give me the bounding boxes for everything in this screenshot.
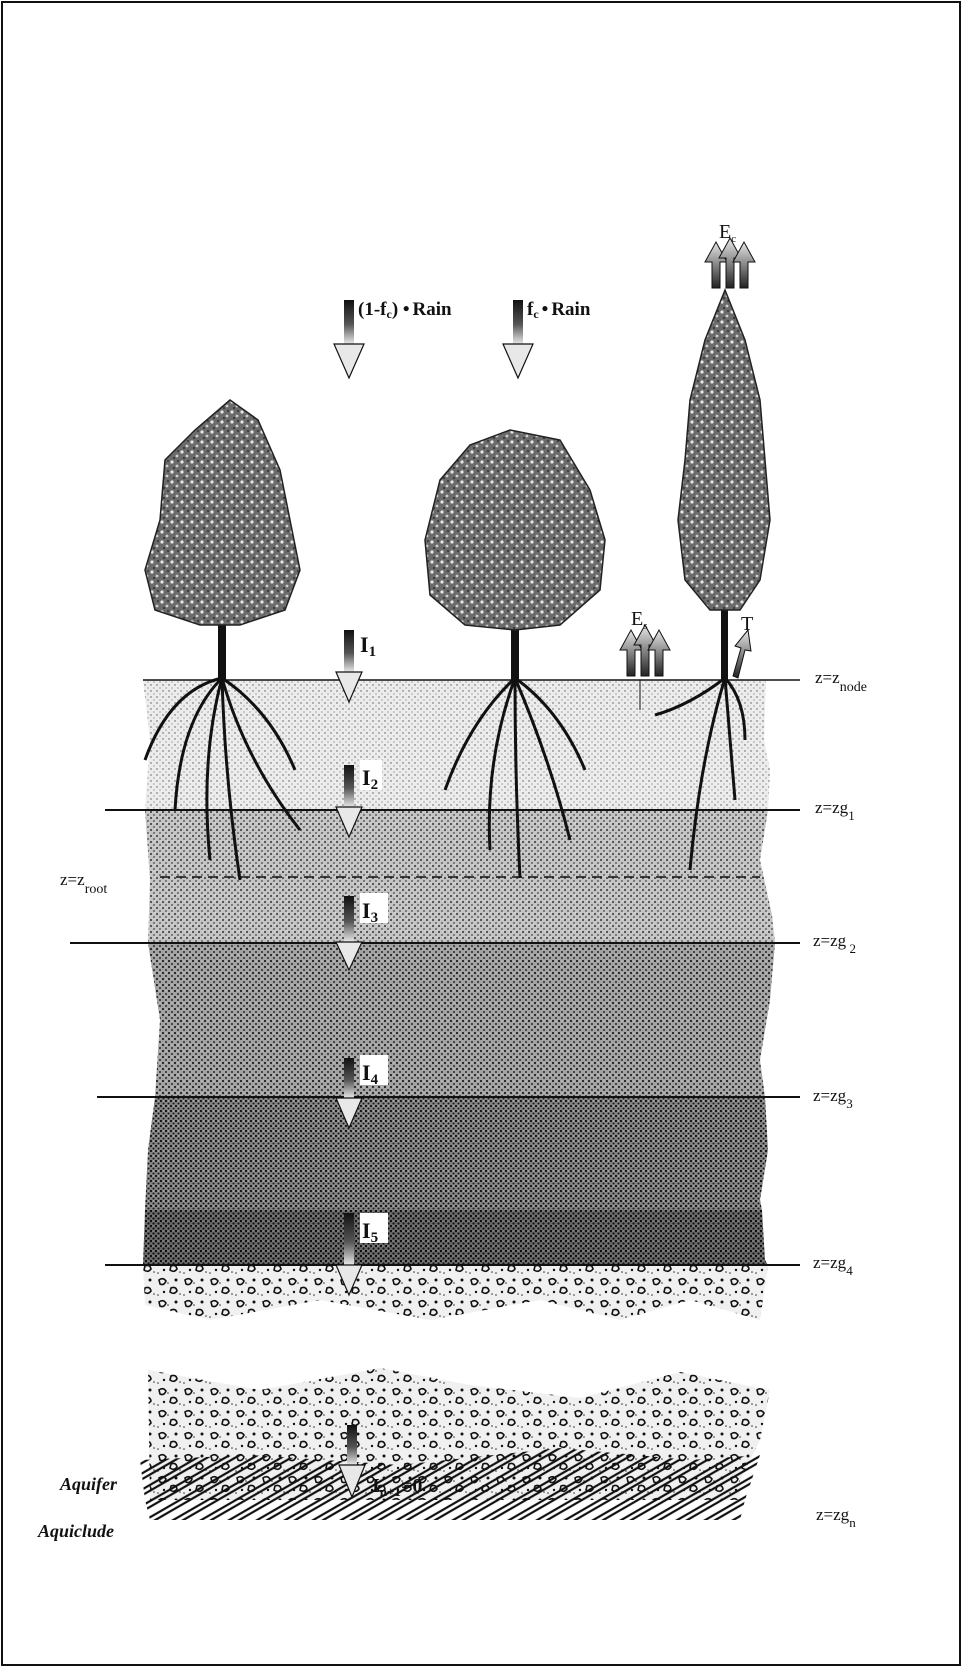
canopy-evaporation-arrows [705,238,755,288]
aquiclude-label: Aquiclude [37,1521,114,1541]
canopy-evaporation-label: Ec [719,221,736,245]
transpiration-arrow [733,630,751,678]
level-label-zg2: z=zg 2 [813,931,856,956]
soil-layer-5 [143,1210,768,1265]
level-label-zg4: z=zg4 [813,1253,853,1278]
soil-layer-1 [143,680,770,810]
tree-left [145,400,300,680]
soil-evaporation-label: Es [631,608,648,632]
tree-right [678,290,770,680]
level-label-zgn: z=zgn [816,1505,856,1530]
tree-center [425,430,605,680]
flux-label-1: I1 [360,632,376,660]
rain-open-label: (1-fc) •Rain [358,299,452,321]
rain-canopy-label: fc•Rain [527,299,591,321]
root-level-label: z=zroot [60,870,107,897]
soil-layer-4 [145,1097,768,1210]
soil-layer-3 [148,943,775,1097]
gravel-layer-upper [143,1265,768,1320]
level-label-zg1: z=zg1 [815,798,855,823]
level-label-zg3: z=zg3 [813,1086,853,1111]
level-label-node: z=znode [815,668,867,695]
transpiration-label: T [741,613,753,635]
aquifer-label: Aquifer [59,1474,118,1494]
